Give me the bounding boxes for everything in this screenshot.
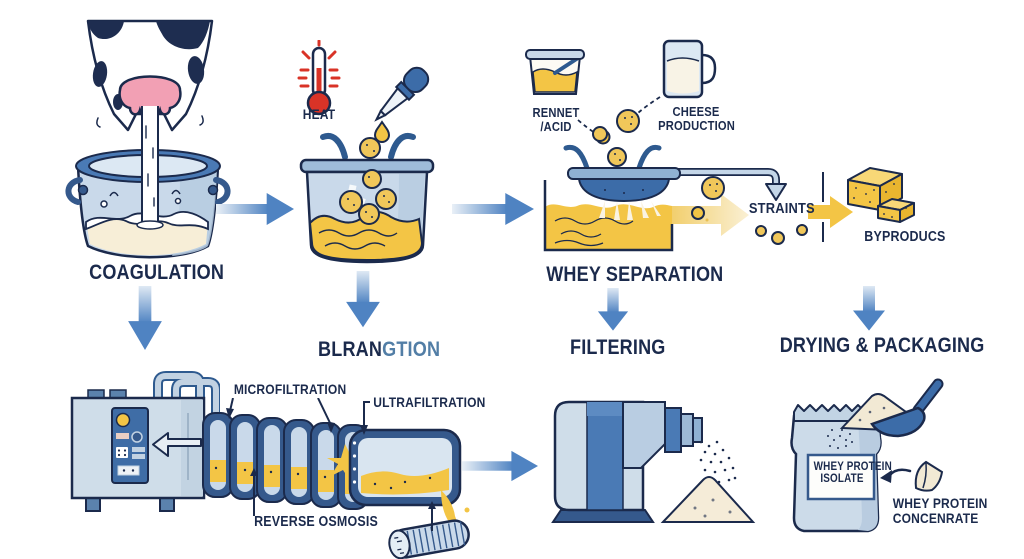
yellow-drop (373, 120, 391, 143)
label-connectors (229, 398, 433, 531)
milk-stream (136, 106, 164, 230)
flow-arrow-down-3 (597, 288, 629, 331)
blrangtion-dark: BLRAN (318, 338, 383, 361)
concentrate-label: WHEY PROTEIN CONCENRATE (892, 495, 988, 527)
cow-udder-icon (65, 19, 231, 259)
isolate-label: WHEY PROTEIN ISOLATE (813, 461, 892, 486)
powder-pile-icon (660, 476, 756, 523)
pot-handles (320, 133, 416, 160)
membrane-vessel (348, 428, 462, 507)
membrane-stack-icon (202, 398, 470, 559)
whey-flow-arrow (672, 194, 749, 236)
byproducts-label: BYPRODUCS (864, 229, 946, 245)
straints-label: STRAINTS (748, 200, 815, 217)
flow-arrow-down-1 (128, 286, 162, 350)
pipes (153, 371, 220, 421)
heat-label: HEAT (302, 106, 336, 122)
byproducts-arrow (808, 196, 853, 228)
microfiltration-label: MICROFILTRATION (233, 381, 347, 397)
flow-arrow-down-4 (853, 286, 885, 331)
whey-splash (327, 444, 367, 482)
scoop-icon (839, 378, 944, 438)
concentrate-line1: WHEY PROTEIN (892, 495, 988, 511)
flow-arrow-right-3 (462, 450, 538, 482)
filter-cartridge-icon (388, 519, 470, 559)
curd-balls (339, 137, 397, 225)
isolate-line2: ISOLATE (820, 473, 864, 486)
rennet-line1: RENNET (532, 105, 580, 120)
whey-spill (441, 490, 467, 531)
protein-bag-icon (790, 404, 882, 533)
rennet-acid-label: RENNET /ACID (527, 105, 585, 135)
dropper-icon (373, 66, 430, 143)
control-panel (111, 407, 149, 484)
flow-arrow-down-2 (346, 271, 380, 328)
whey-tank (543, 180, 674, 252)
rennet-line2: /ACID (540, 119, 572, 135)
whey-separation-illustration (543, 126, 855, 252)
rennet-beaker-icon (525, 49, 585, 95)
falling-powder-dots (827, 429, 853, 449)
drying-packaging-label: DRYING & PACKAGING (779, 334, 985, 357)
blrangtion-label: BLRANGTION (318, 338, 440, 362)
protein-bag-illustration (790, 378, 944, 533)
ultrafiltration-label: ULTRAFILTRATION (373, 394, 486, 410)
bag-label-box (806, 453, 876, 501)
powder-spray (699, 440, 737, 484)
blrangtion-light: GTION (382, 338, 441, 361)
concentrate-line2: CONCENRATE (892, 510, 979, 527)
cheese-wedge-icon (914, 460, 944, 492)
elbow-arrow (663, 168, 787, 201)
coagulation-label: COAGULATION (89, 261, 225, 284)
whey-separation-label: WHEY SEPARATION (546, 263, 724, 286)
spray-dryer-icon (551, 400, 756, 523)
thermometer-icon (297, 40, 341, 116)
flow-arrow-right-1 (216, 193, 294, 225)
concentrate-arrow (880, 468, 912, 483)
udder (118, 75, 182, 118)
isolate-line1: WHEY PROTEIN (813, 461, 892, 473)
cheese-blocks-icon (847, 167, 915, 223)
reverse-osmosis-label: REVERSE OSMOSIS (254, 514, 378, 530)
flow-arrow-right-2 (452, 193, 534, 225)
cheese-production-label: CHEESE PRODUCTION (658, 104, 736, 134)
whey-liquid (308, 211, 424, 262)
return-arrow-left (152, 432, 202, 457)
strainer-handles (563, 144, 662, 171)
cheese-line2: PRODUCTION (658, 118, 736, 134)
strainer-icon (567, 167, 681, 220)
milk-jug-icon (662, 39, 717, 99)
cheese-line1: CHEESE (672, 104, 720, 119)
filtering-label: FILTERING (570, 336, 666, 359)
control-unit-icon (70, 371, 220, 512)
curd-pot-icon (299, 133, 435, 264)
filter-frames (202, 412, 369, 510)
